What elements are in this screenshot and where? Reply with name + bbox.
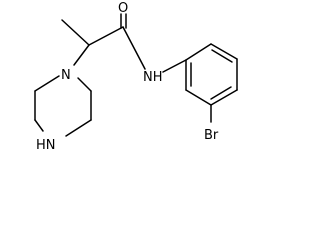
bond-ar-5 bbox=[185, 89, 212, 106]
piperazine-hn-label: HN bbox=[36, 138, 56, 153]
piperazine-n-label: N bbox=[61, 68, 71, 83]
bond-nh-ring bbox=[162, 59, 187, 73]
bond-pip-3 bbox=[34, 119, 44, 132]
bond-pip-4 bbox=[77, 77, 92, 92]
bond-ar-2 bbox=[210, 43, 238, 60]
bond-ar-double-1 bbox=[211, 49, 233, 63]
oxygen-label: O bbox=[118, 1, 128, 16]
bond-pip-1 bbox=[34, 75, 60, 92]
bond-ar-double-2 bbox=[210, 86, 232, 100]
bond-ar-4 bbox=[210, 89, 238, 106]
bond-methyl bbox=[61, 19, 90, 46]
bond-pip-6 bbox=[65, 119, 92, 137]
bond-carbonyl-nh bbox=[122, 26, 146, 70]
amide-nh-label: NH bbox=[143, 70, 163, 85]
bromine-label: Br bbox=[204, 128, 219, 143]
bond-alpha-carbonyl bbox=[88, 26, 124, 46]
bond-ar-1 bbox=[185, 43, 212, 61]
chemical-structure: O NH N HN Br bbox=[34, 1, 238, 153]
bond-alpha-piperazine bbox=[73, 44, 90, 66]
